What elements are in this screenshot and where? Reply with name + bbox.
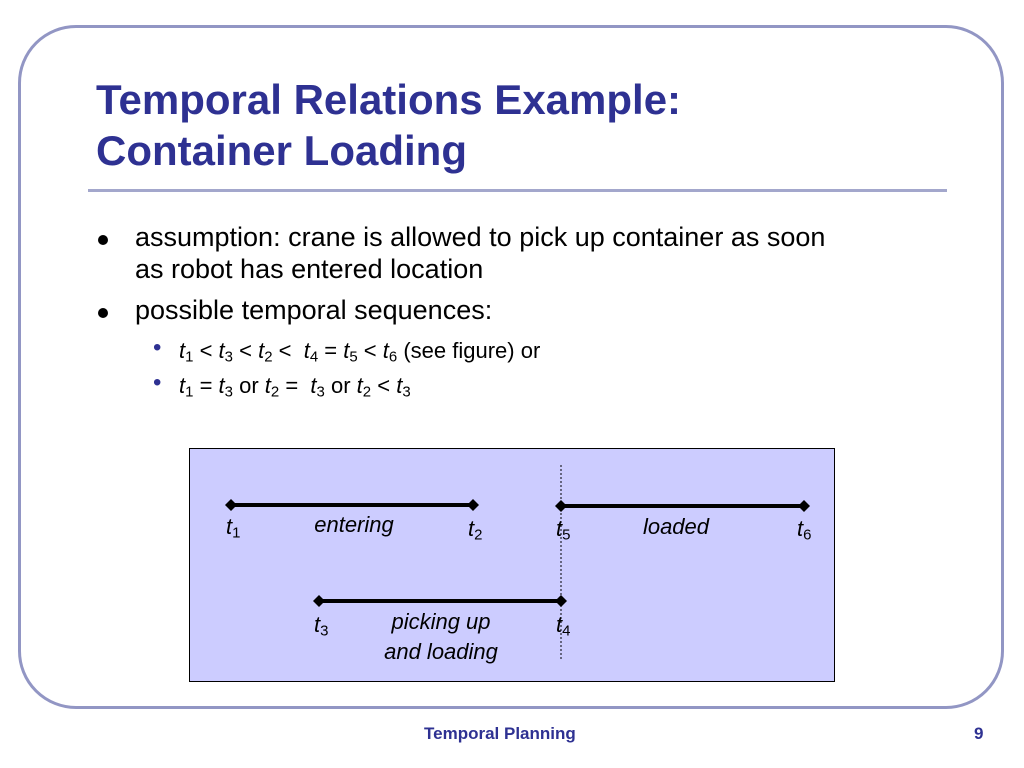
time-variable: t: [218, 373, 225, 398]
time-variable: t: [468, 516, 475, 541]
time-subscript: 4: [309, 348, 319, 366]
interval-picking-up: [313, 595, 567, 607]
time-variable: t: [179, 373, 186, 398]
time-subscript: 3: [316, 383, 325, 401]
title-line-1: Temporal Relations Example:: [96, 76, 682, 123]
endpoint-marker: [798, 500, 810, 512]
time-label-t1: t1: [226, 514, 241, 542]
interval-label-entering: entering: [314, 512, 394, 537]
endpoint-marker: [225, 499, 237, 511]
time-subscript: 2: [474, 526, 483, 544]
title-underline: [88, 189, 947, 192]
time-subscript: 2: [264, 348, 273, 366]
time-variable: t: [218, 338, 225, 363]
endpoint-marker: [555, 595, 567, 607]
interval-label-picking-up: picking up and loading: [366, 607, 516, 667]
bullet-line: as robot has entered location: [135, 254, 484, 284]
bullet-sequences: possible temporal sequences:: [98, 294, 958, 326]
time-subscript: 6: [388, 348, 398, 366]
interval-label-loaded: loaded: [642, 514, 710, 539]
time-subscript: 1: [185, 348, 194, 366]
formula-text: (see figure) or: [397, 338, 541, 363]
time-subscript: 1: [232, 524, 241, 542]
time-label-t2: t2: [468, 516, 483, 544]
bullet-dot: [98, 308, 108, 318]
bullet-text: possible temporal sequences:: [135, 295, 493, 325]
formula-text: or: [232, 373, 265, 398]
time-variable: t: [396, 373, 403, 398]
time-variable: t: [258, 338, 265, 363]
time-variable: t: [179, 338, 186, 363]
slide-frame: [18, 25, 1004, 709]
time-subscript: 6: [803, 526, 812, 544]
formula-text: <: [371, 373, 397, 398]
time-variable: t: [556, 516, 563, 541]
time-subscript: 3: [402, 383, 411, 401]
sub-bullet-formula: t1 < t3 < t2 < t4 = t5 < t6 (see figure)…: [179, 338, 541, 366]
time-variable: t: [310, 373, 317, 398]
bullet-text: assumption: crane is allowed to pick up …: [135, 221, 825, 285]
endpoint-marker: [313, 595, 325, 607]
time-subscript: 5: [349, 348, 358, 366]
sub-bullet-formula: t1 = t3 or t2 = t3 or t2 < t3: [179, 373, 411, 401]
interval-entering: [225, 499, 479, 511]
time-variable: t: [797, 516, 804, 541]
time-label-t3: t3: [314, 612, 329, 640]
time-variable: t: [556, 612, 563, 637]
interval-label-line: and loading: [384, 639, 498, 664]
time-variable: t: [226, 514, 233, 539]
time-label-t5: t5: [556, 516, 571, 544]
time-variable: t: [314, 612, 321, 637]
time-variable: t: [356, 373, 363, 398]
interval-label-line: picking up: [391, 609, 491, 634]
time-subscript: 5: [562, 526, 571, 544]
formula-text: <: [193, 338, 219, 363]
time-subscript: 4: [562, 622, 571, 640]
time-label-t6: t6: [797, 516, 812, 544]
sub-bullet-marker: •: [153, 334, 162, 361]
time-subscript: 2: [270, 383, 280, 401]
time-subscript: 3: [224, 348, 233, 366]
sub-bullet-marker: •: [153, 369, 162, 396]
bullet-dot: [98, 235, 108, 245]
time-subscript: 1: [185, 383, 194, 401]
time-variable: t: [303, 338, 310, 363]
time-subscript: 3: [320, 622, 329, 640]
endpoint-marker: [555, 500, 567, 512]
bullet-line: assumption: crane is allowed to pick up …: [135, 222, 826, 252]
formula-text: or: [324, 373, 357, 398]
formula-text: <: [272, 338, 304, 363]
time-subscript: 2: [362, 383, 372, 401]
time-variable: t: [264, 373, 271, 398]
formula-text: =: [279, 373, 311, 398]
formula-text: <: [357, 338, 383, 363]
title-line-2: Container Loading: [96, 127, 467, 174]
page-number: 9: [974, 724, 984, 743]
timeline-svg: [225, 465, 810, 659]
interval-loaded: [555, 500, 810, 512]
formula-text: =: [193, 373, 219, 398]
time-label-t4: t4: [556, 612, 571, 640]
timeline-diagram: t1 t2 t5 t6 t3 t4 entering loaded pickin…: [189, 448, 835, 682]
time-subscript: 3: [224, 383, 233, 401]
time-variable: t: [343, 338, 350, 363]
slide-title: Temporal Relations Example: Container Lo…: [96, 74, 956, 176]
formula-text: <: [232, 338, 259, 363]
time-variable: t: [382, 338, 389, 363]
endpoint-marker: [467, 499, 479, 511]
footer-title: Temporal Planning: [424, 724, 576, 743]
formula-text: =: [318, 338, 344, 363]
bullet-assumption: assumption: crane is allowed to pick up …: [98, 221, 958, 285]
